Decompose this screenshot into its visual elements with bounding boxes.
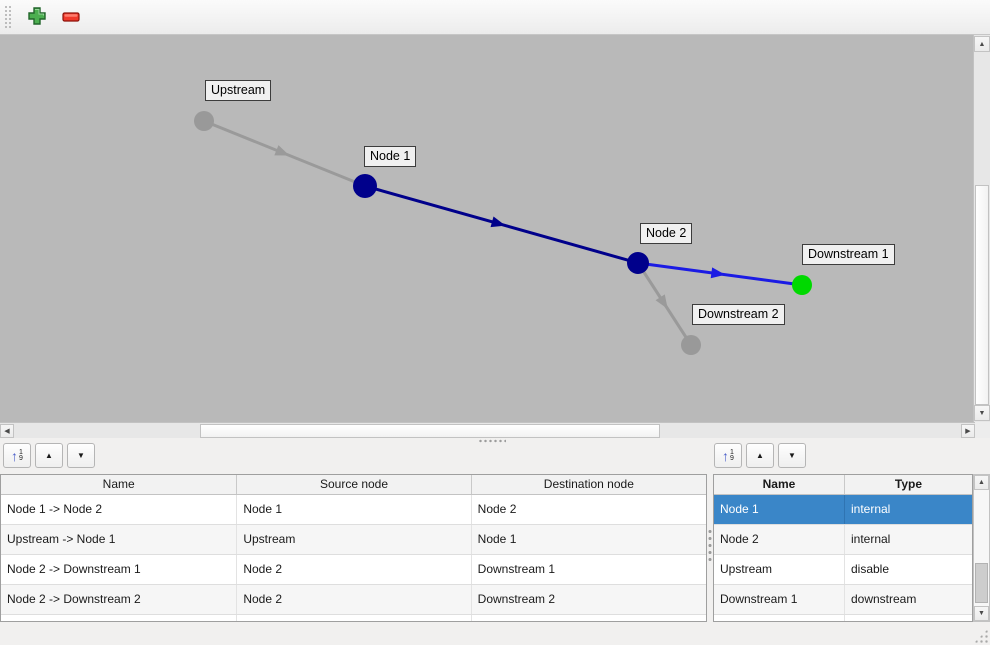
canvas-horizontal-scrollbar[interactable]: ◀ ▶: [0, 422, 975, 438]
column-header[interactable]: Name: [1, 475, 238, 494]
table-cell: Node 2 -> Downstream 1: [1, 555, 238, 584]
node-label[interactable]: Downstream 1: [802, 244, 895, 265]
table-cell: Upstream: [714, 555, 845, 584]
table-cell: Downstream 1: [714, 585, 845, 614]
table-cell: disable: [850, 562, 890, 576]
table-header-row: Name Type: [714, 475, 972, 495]
sort-icon: ↑: [722, 447, 730, 464]
edge-arrow-icon: [710, 267, 726, 279]
up-triangle-icon: ▲: [45, 450, 53, 460]
graph-layer: [194, 111, 812, 355]
remove-node-button[interactable]: [56, 3, 86, 31]
scroll-right-arrow[interactable]: ▶: [961, 424, 975, 438]
table-empty-area: [1, 615, 706, 621]
edge-arrow-icon: [274, 145, 290, 156]
table-scroll-thumb[interactable]: [975, 563, 988, 603]
graph-node[interactable]: [353, 174, 377, 198]
canvas-vertical-scrollbar[interactable]: ▲ ▼: [973, 35, 990, 422]
edges-move-down-button[interactable]: ▼: [67, 443, 95, 468]
nodes-table-scrollbar[interactable]: ▲ ▼: [973, 474, 990, 622]
main-toolbar: [0, 0, 990, 35]
horizontal-splitter[interactable]: [0, 438, 990, 443]
table-cell: Downstream 2: [477, 592, 556, 606]
table-cell: Upstream: [237, 525, 472, 554]
graph-node[interactable]: [627, 252, 649, 274]
table-cell: Node 2: [477, 502, 517, 516]
scrollbar-corner: [975, 422, 990, 438]
column-header[interactable]: Source node: [237, 475, 472, 494]
edge-arrow-icon: [490, 216, 506, 228]
table-cell: Node 2: [714, 525, 845, 554]
vertical-splitter[interactable]: [707, 474, 713, 622]
scroll-down-arrow[interactable]: ▼: [974, 606, 989, 621]
node-label[interactable]: Upstream: [205, 80, 272, 101]
table-cell: internal: [850, 502, 891, 516]
graph-node[interactable]: [194, 111, 214, 131]
scroll-down-arrow[interactable]: ▼: [974, 405, 990, 421]
table-cell: Node 1: [714, 495, 845, 524]
node-label[interactable]: Node 1: [364, 146, 417, 167]
sort-icon: ↑: [11, 447, 19, 464]
plus-icon: [28, 6, 46, 28]
edges-move-up-button[interactable]: ▲: [35, 443, 63, 468]
toolbar-drag-handle[interactable]: [4, 5, 13, 29]
edge-arrow-icon: [655, 294, 668, 310]
down-triangle-icon: ▼: [788, 450, 796, 460]
table-cell: Upstream -> Node 1: [1, 525, 238, 554]
node-label[interactable]: Downstream 2: [692, 304, 785, 325]
scroll-up-arrow[interactable]: ▲: [974, 36, 990, 52]
table-cell: Downstream 1: [477, 562, 556, 576]
table-row[interactable]: Node 2 internal: [714, 525, 972, 555]
graph-node[interactable]: [681, 335, 701, 355]
window-resize-grip[interactable]: [974, 629, 988, 643]
scroll-up-arrow[interactable]: ▲: [974, 475, 989, 490]
nodes-move-up-button[interactable]: ▲: [746, 443, 774, 468]
table-empty-area: [714, 615, 972, 621]
table-row[interactable]: Downstream 1 downstream: [714, 585, 972, 615]
scroll-left-arrow[interactable]: ◀: [0, 424, 14, 438]
nodes-move-down-button[interactable]: ▼: [778, 443, 806, 468]
minus-icon: [62, 10, 80, 25]
table-cell: Node 1 -> Node 2: [1, 495, 238, 524]
splitter-grip-dots: [478, 439, 506, 443]
table-cell: Node 2: [237, 555, 472, 584]
table-row[interactable]: Upstream disable: [714, 555, 972, 585]
column-header[interactable]: Name: [714, 475, 845, 494]
horizontal-scroll-thumb[interactable]: [200, 424, 660, 438]
table-cell: Node 2: [237, 585, 472, 614]
column-header[interactable]: Destination node: [543, 477, 634, 491]
table-cell: Node 2 -> Downstream 2: [1, 585, 238, 614]
table-cell: Node 1: [237, 495, 472, 524]
up-triangle-icon: ▲: [756, 450, 764, 460]
node-label[interactable]: Node 2: [640, 223, 693, 244]
splitter-grip-dots: [708, 528, 712, 562]
table-cell: internal: [850, 532, 891, 546]
add-node-button[interactable]: [22, 3, 52, 31]
table-cell: Node 1: [477, 532, 517, 546]
table-row[interactable]: Node 1 internal: [714, 495, 972, 525]
down-triangle-icon: ▼: [77, 450, 85, 460]
vertical-scroll-thumb[interactable]: [975, 185, 989, 405]
graph-node[interactable]: [792, 275, 812, 295]
column-header[interactable]: Type: [894, 477, 923, 491]
table-cell: downstream: [850, 592, 917, 606]
